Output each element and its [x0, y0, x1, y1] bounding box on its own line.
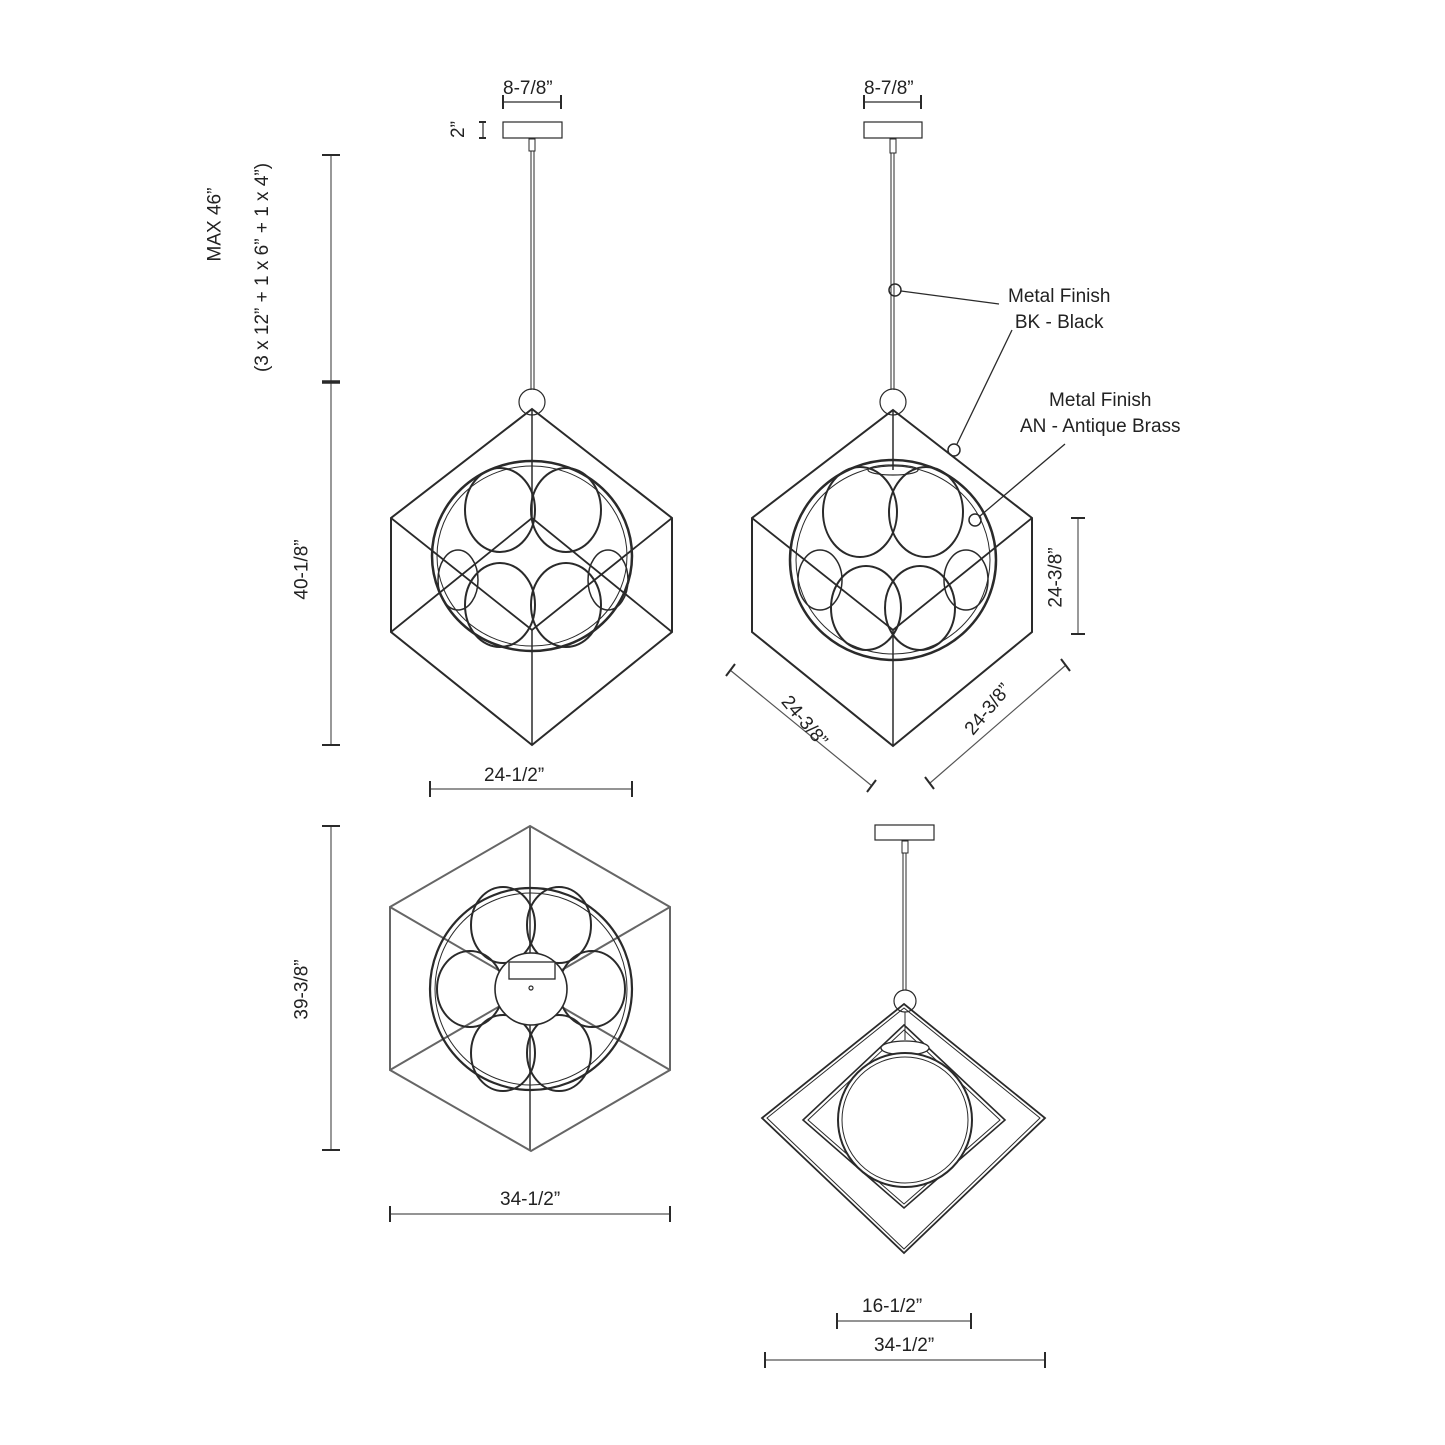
- isometric-view: [725, 95, 1085, 793]
- callout-brass-finish: Metal Finish AN - Antique Brass: [1020, 388, 1181, 440]
- front-body-width-label: 24-1/2”: [484, 765, 545, 786]
- callout-black-finish: Metal Finish BK - Black: [1008, 284, 1110, 336]
- iso-cube-height-label: 24-3/8”: [1045, 547, 1067, 608]
- bottom-view: [322, 824, 671, 1222]
- bottom-width-label: 34-1/2”: [500, 1189, 561, 1210]
- front-view: [322, 95, 673, 797]
- callout-brass-title: Metal Finish: [1049, 390, 1152, 411]
- iso-canopy-width-label: 8-7/8”: [864, 78, 914, 99]
- bottom-height-label: 39-3/8”: [291, 959, 313, 1020]
- side-outer-width-label: 34-1/2”: [874, 1335, 935, 1356]
- callout-black-title: Metal Finish: [1008, 286, 1111, 307]
- side-inner-width-label: 16-1/2”: [862, 1296, 923, 1317]
- callout-brass-detail: AN - Antique Brass: [1020, 416, 1181, 437]
- front-canopy-width-label: 8-7/8”: [503, 78, 553, 99]
- front-max-rod-label: MAX 46”: [204, 187, 226, 262]
- side-view: [760, 824, 1047, 1368]
- front-canopy-height-label: 2”: [447, 121, 469, 138]
- callout-black-detail: BK - Black: [1014, 312, 1104, 333]
- front-body-height-label: 40-1/8”: [291, 539, 313, 600]
- front-rod-breakdown-label: (3 x 12” + 1 x 6” + 1 x 4”): [252, 162, 274, 373]
